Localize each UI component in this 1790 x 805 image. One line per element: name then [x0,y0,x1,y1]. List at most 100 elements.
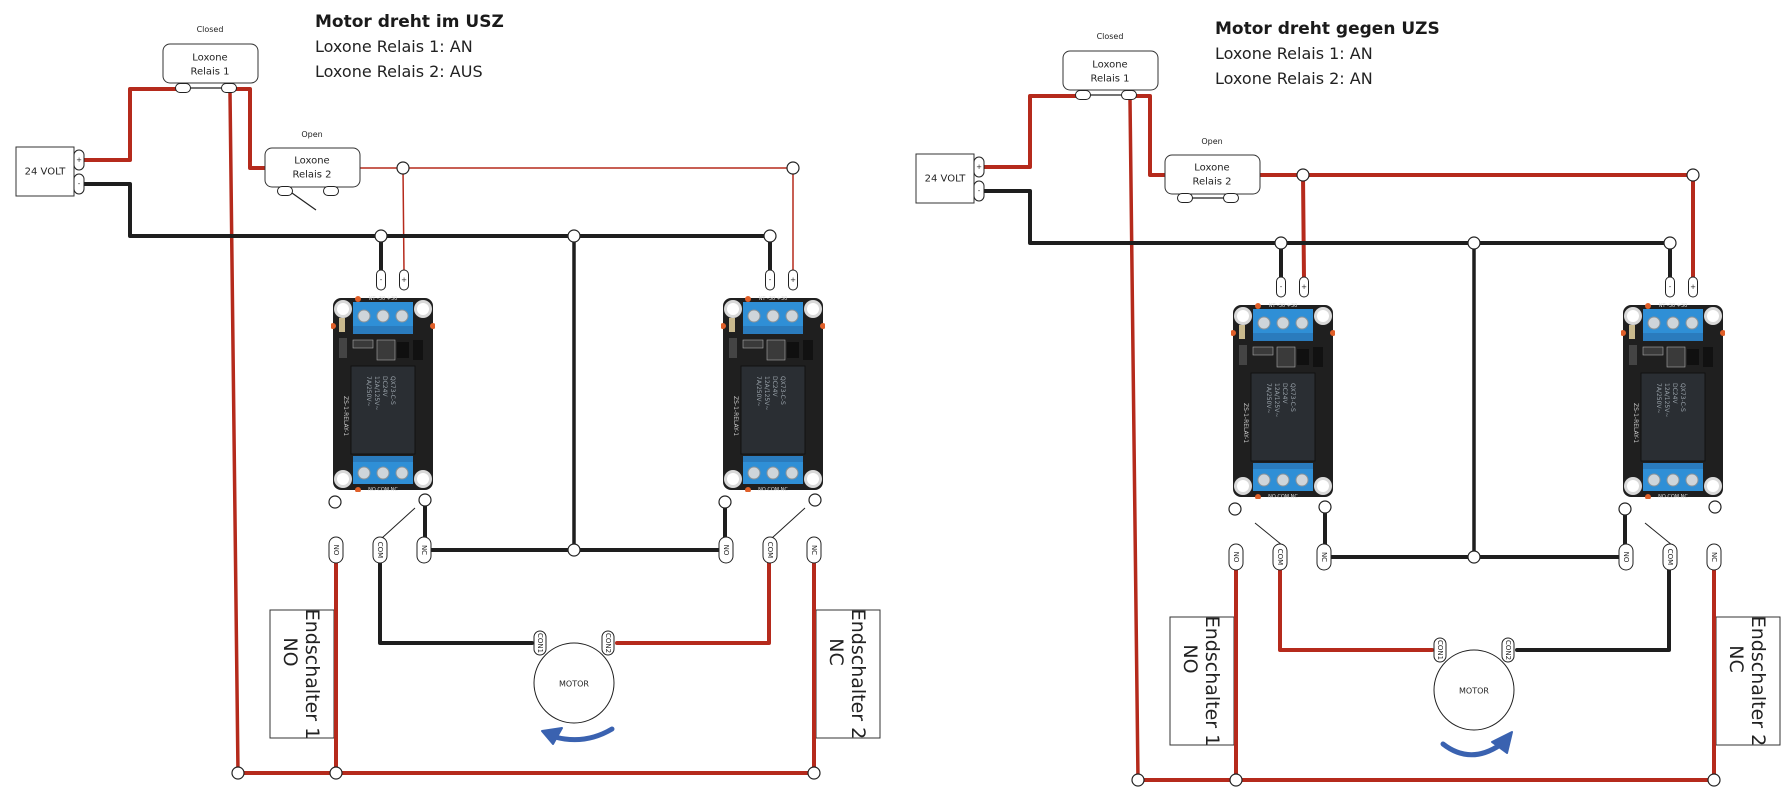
loxone-relais-2 [1164,154,1261,195]
relay2-nc-node [808,493,822,507]
relay-board-top-labels: NT -30 +30 [1269,303,1298,309]
relay1-com-terminal-label: COM [376,542,384,558]
power-supply-box [15,146,75,197]
relay1-com-terminal-label: COM [1276,549,1284,565]
rotation-arrow-counterclockwise-icon [541,726,615,745]
motor [1433,649,1515,731]
relay1-switch-lever [381,507,416,539]
relay-board-bottom-labels: NO COM NC [1658,494,1688,500]
relais2-line1: Loxone [1194,163,1229,174]
relay2-com-terminal: COM [762,536,778,564]
diagram-title: Motor dreht gegen UZS [1215,19,1440,39]
node-bottom-ground [1467,550,1481,564]
loxone-relais-2 [264,147,361,188]
relais2-terminal-in [1177,193,1193,203]
relay2-minus-terminal: - [765,269,775,291]
relay1-nc-node [418,493,432,507]
relais1-line1: Loxone [192,53,227,64]
motor-con2-terminal-label: CON2 [604,633,612,653]
psu-minus-terminal: - [973,180,985,202]
relay-board-image [331,296,435,492]
node-ground-left [374,229,388,243]
relay2-no-node [718,495,732,509]
wire-relais1-to-relais2 [1132,94,1167,177]
motor-con1-terminal-label: CON1 [1436,640,1444,660]
motor-con1-terminal: CON1 [533,630,547,656]
wire-com1-to-con1 [1278,565,1434,652]
wire-psu-plus [80,87,180,162]
motor-con2-terminal: CON2 [1501,637,1515,663]
relay2-plus-terminal: + [1688,276,1698,298]
status-relais-1: Loxone Relais 1: AN [1215,44,1373,63]
relay-module-2: - + NT -30 +30 NO COM NC NO COM NC [1618,276,1725,571]
node-bottom-endschalter1 [1229,773,1243,787]
node-ground-right [1663,236,1677,250]
relay2-minus-terminal: - [1665,276,1675,298]
relay1-nc-terminal-label: NC [420,545,428,555]
endschalter-1-line2: NO [279,637,301,666]
node-relais2-split [396,161,410,175]
wire-relais1-to-relais2 [232,87,267,170]
diagram-gegen-uzs: Motor dreht gegen UZS Loxone Relais 1: AN… [915,19,1781,787]
motor-con2-terminal-label: CON2 [1504,640,1512,660]
node-bottom-endschalter1 [329,766,343,780]
wire-ground-bus [980,189,1672,245]
endschalter-1: Endschalter 1NO [269,609,335,739]
wire-ground-bus [80,182,772,238]
relay1-com-terminal: COM [1272,543,1288,571]
endschalter-2-line1: Endschalter 2 [847,609,869,740]
relay2-com-terminal: COM [1662,543,1678,571]
motor-con1-terminal: CON1 [1433,637,1447,663]
node-relais2-split [1296,168,1310,182]
relay-board-top-labels: NT -30 +30 [1659,303,1688,309]
psu-plus-terminal: + [973,156,985,178]
relay1-no-terminal-label: NO [1232,552,1240,563]
rotation-arrow-clockwise-icon [1440,731,1513,758]
node-relais2-right [1686,168,1700,182]
relais1-terminal-in [1075,90,1091,100]
relais2-line2: Relais 2 [1192,177,1231,188]
relay2-nc-node [1708,500,1722,514]
relay-board-image [721,296,825,492]
psu-plus-terminal-label: + [976,163,982,171]
relay-board-bottom-labels: NO COM NC [758,487,788,493]
relais1-line1: Loxone [1092,60,1127,71]
relais1-state: Closed [1097,32,1124,41]
relay1-nc-terminal: NC [1316,543,1332,571]
wire-com1-to-con1 [378,558,534,645]
motor-con1-terminal-label: CON1 [536,633,544,653]
relay1-nc-node [1318,500,1332,514]
relay1-no-terminal-label: NO [332,545,340,556]
relais1-terminal-out [1121,90,1137,100]
relay-board-bottom-labels: NO COM NC [368,487,398,493]
motor-con2-terminal: CON2 [601,630,615,656]
motor-label: MOTOR [559,680,589,689]
relay-board-image [1231,303,1335,499]
node-ground-left [1274,236,1288,250]
relais1-state: Closed [197,25,224,34]
relais2-line2: Relais 2 [292,170,331,181]
endschalter-2-line2: NC [1725,645,1747,672]
node-bottom-left [231,766,245,780]
diagram-title: Motor dreht im USZ [315,12,504,32]
relay2-nc-terminal: NC [806,536,822,564]
loxone-relais-1 [1062,50,1159,91]
relay2-nc-terminal-label: NC [1710,552,1718,562]
relay2-no-terminal-label: NO [1622,552,1630,563]
psu-minus-terminal-label: - [78,180,81,188]
loxone-relais-1 [162,43,259,84]
node-ground-center [567,229,581,243]
relay2-switch-lever [771,507,806,539]
relay2-plus-terminal-label: + [1690,283,1696,291]
relay-board-top-labels: NT -30 +30 [759,296,788,302]
relay1-plus-terminal-label: + [401,276,407,284]
psu-plus-terminal: + [73,149,85,171]
status-relais-2: Loxone Relais 2: AN [1215,69,1373,88]
relay1-no-node [328,495,342,509]
endschalter-2-line2: NC [825,638,847,665]
relais2-terminal-in [277,186,293,196]
wire-relay1-plus [1301,173,1306,281]
relay-board-image [1621,303,1725,499]
